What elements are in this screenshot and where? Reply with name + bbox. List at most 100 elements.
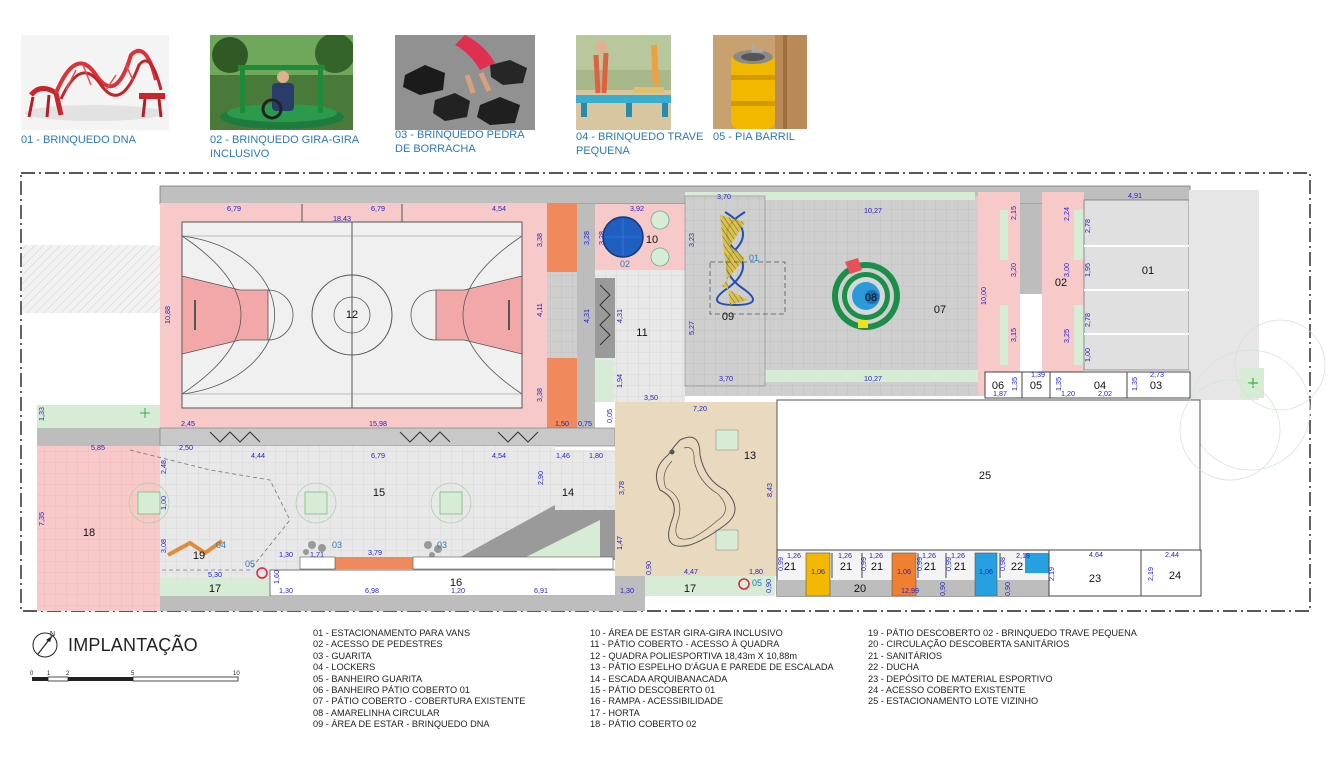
area-02-zone	[978, 192, 1020, 396]
legend-item: 01 - ESTACIONAMENTO PARA VANS	[313, 628, 471, 638]
dimension: 10,00	[979, 287, 988, 305]
dimension: 3,92	[630, 204, 644, 213]
thumbnail-caption: 03 - BRINQUEDO PEDRA DE BORRACHA	[395, 129, 525, 155]
dimension: 1,06	[811, 567, 825, 576]
dimension: 3,25	[1062, 329, 1071, 343]
dimension: 1,30	[620, 586, 634, 595]
site-plan: 01 02 03 04 05 06 07 08 09 10 11 12 13 1…	[20, 172, 1326, 612]
thumbnail-gira-gira: 02 - BRINQUEDO GIRA-GIRA INCLUSIVO	[210, 35, 370, 160]
plan-title: IMPLANTAÇÃO	[68, 635, 198, 655]
area-label-20: 20	[854, 583, 866, 595]
thumbnail-caption: 01 - BRINQUEDO DNA	[21, 134, 136, 146]
area-label-14: 14	[562, 487, 574, 499]
scale-label: 10	[233, 671, 240, 677]
area-label-23: 23	[1089, 573, 1101, 585]
area-label-15: 15	[373, 487, 385, 499]
dimension: 2,78	[1083, 313, 1092, 327]
equipment-tag-05: 05	[245, 559, 255, 569]
thumbnail-caption: 02 - BRINQUEDO GIRA-GIRA INCLUSIVO	[210, 134, 360, 160]
area-label-21: 21	[784, 561, 796, 573]
dimension: 4,64	[1089, 550, 1103, 559]
equipment-tag-04: 04	[216, 540, 226, 550]
dimension: 4,54	[492, 204, 506, 213]
dimension: 12,99	[901, 586, 919, 595]
legend-item: 04 - LOCKERS	[313, 662, 376, 673]
thumbnail-trave: 04 - BRINQUEDO TRAVE PEQUENA	[576, 35, 706, 160]
dimension: 1,33	[37, 407, 46, 421]
dimension: 1,46	[556, 451, 570, 460]
legend-item: 07 - PÁTIO COBERTO - COBERTURA EXISTENTE	[313, 696, 526, 707]
legend-item: 08 - AMARELINHA CIRCULAR	[313, 707, 440, 718]
dimension: 6,91	[534, 586, 548, 595]
legend-item: 16 - RAMPA - ACESSIBILIDADE	[590, 696, 724, 707]
dimension: 0,05	[605, 409, 614, 423]
scale-label: 5	[131, 671, 135, 677]
top-wall	[160, 186, 1190, 204]
dimension: 3,70	[719, 374, 733, 383]
legend-item: 22 - DUCHA	[868, 662, 920, 673]
dimension: 1,26	[951, 551, 965, 560]
scale-bar: 0 1 2 5 10	[30, 671, 240, 682]
dimension: 0,99	[944, 557, 953, 571]
dimension: 2,19	[1047, 567, 1056, 581]
legend-item: 13 - PÁTIO ESPELHO D'ÁGUA E PAREDE DE ES…	[590, 662, 834, 673]
area-label-11: 11	[636, 327, 647, 339]
balance-beam-icon	[576, 35, 671, 130]
site-boundary	[20, 172, 1311, 612]
area-label-09: 09	[722, 311, 734, 323]
dimension: 2,50	[179, 443, 193, 452]
thumbnail-pedra: 03 - BRINQUEDO PEDRA DE BORRACHA	[395, 35, 555, 160]
dimension: 1,20	[1061, 389, 1075, 398]
dimension: 1,80	[749, 567, 763, 576]
dimension: 0,90	[644, 561, 653, 575]
dimension: 2,48	[159, 460, 168, 474]
legend-item: 05 - BANHEIRO GUARITA	[313, 673, 423, 684]
equipment-tag-05: 05	[752, 578, 762, 588]
legend-item: 10 - ÁREA DE ESTAR GIRA-GIRA INCLUSIVO	[590, 628, 783, 638]
dimension: 1,00	[1083, 348, 1092, 362]
rubber-stones-icon	[395, 35, 535, 130]
thumbnail-pia: 05 - PIA BARRIL	[713, 35, 813, 145]
dimension: 2,24	[1062, 207, 1071, 221]
legend-item: 23 - DEPÓSITO DE MATERIAL ESPORTIVO	[868, 673, 1053, 684]
area-13-zone	[615, 402, 777, 576]
dimension: 5,85	[91, 443, 105, 452]
dimension: 1,06	[979, 567, 993, 576]
area-label-05: 05	[1030, 380, 1042, 392]
bleacher-orange-bottom	[547, 358, 577, 428]
dimension: 1,30	[279, 586, 293, 595]
area-25-neighbour-parking	[776, 399, 1201, 551]
dimension: 4,11	[535, 303, 544, 316]
legend-item: 25 - ESTACIONAMENTO LOTE VIZINHO	[868, 696, 1039, 707]
dimension: 10,27	[864, 374, 882, 383]
legend-item: 21 - SANITÁRIOS	[868, 650, 943, 661]
legend-item: 24 - ACESSO COBERTO EXISTENTE	[868, 685, 1026, 696]
dimension: 0,99	[776, 557, 785, 571]
circular-hopscotch-symbol	[832, 258, 900, 330]
thumbnail-caption: 04 - BRINQUEDO TRAVE PEQUENA	[576, 131, 704, 157]
area-label-21: 21	[924, 561, 936, 573]
dimension: 1,60	[272, 570, 281, 584]
dimension: 6,79	[371, 204, 385, 213]
dimension: 2,90	[536, 471, 545, 485]
legend-item: 03 - GUARITA	[313, 650, 372, 661]
dimension: 1,35	[1130, 377, 1139, 391]
area-label-24: 24	[1169, 570, 1181, 582]
toilets-block	[776, 549, 1202, 597]
area-label-01: 01	[1142, 265, 1154, 277]
dimension: 4,91	[1128, 191, 1142, 200]
dimension: 1,95	[1083, 263, 1092, 277]
area-01-parking	[1083, 199, 1190, 371]
dimension: 2,73	[1150, 370, 1164, 379]
water-mirror-path	[655, 436, 736, 547]
dimension: 3,38	[535, 233, 544, 247]
dimension: 1,30	[279, 550, 293, 559]
dimension: 3,79	[368, 548, 382, 557]
dimension: 0,90	[764, 579, 773, 593]
area-label-04: 04	[1094, 380, 1106, 392]
dimension: 7,35	[37, 512, 46, 526]
area-18-zone	[37, 446, 160, 611]
dimension: 2,19	[1146, 567, 1155, 581]
dimension: 8,43	[765, 483, 774, 497]
dimension: 1,26	[787, 551, 801, 560]
